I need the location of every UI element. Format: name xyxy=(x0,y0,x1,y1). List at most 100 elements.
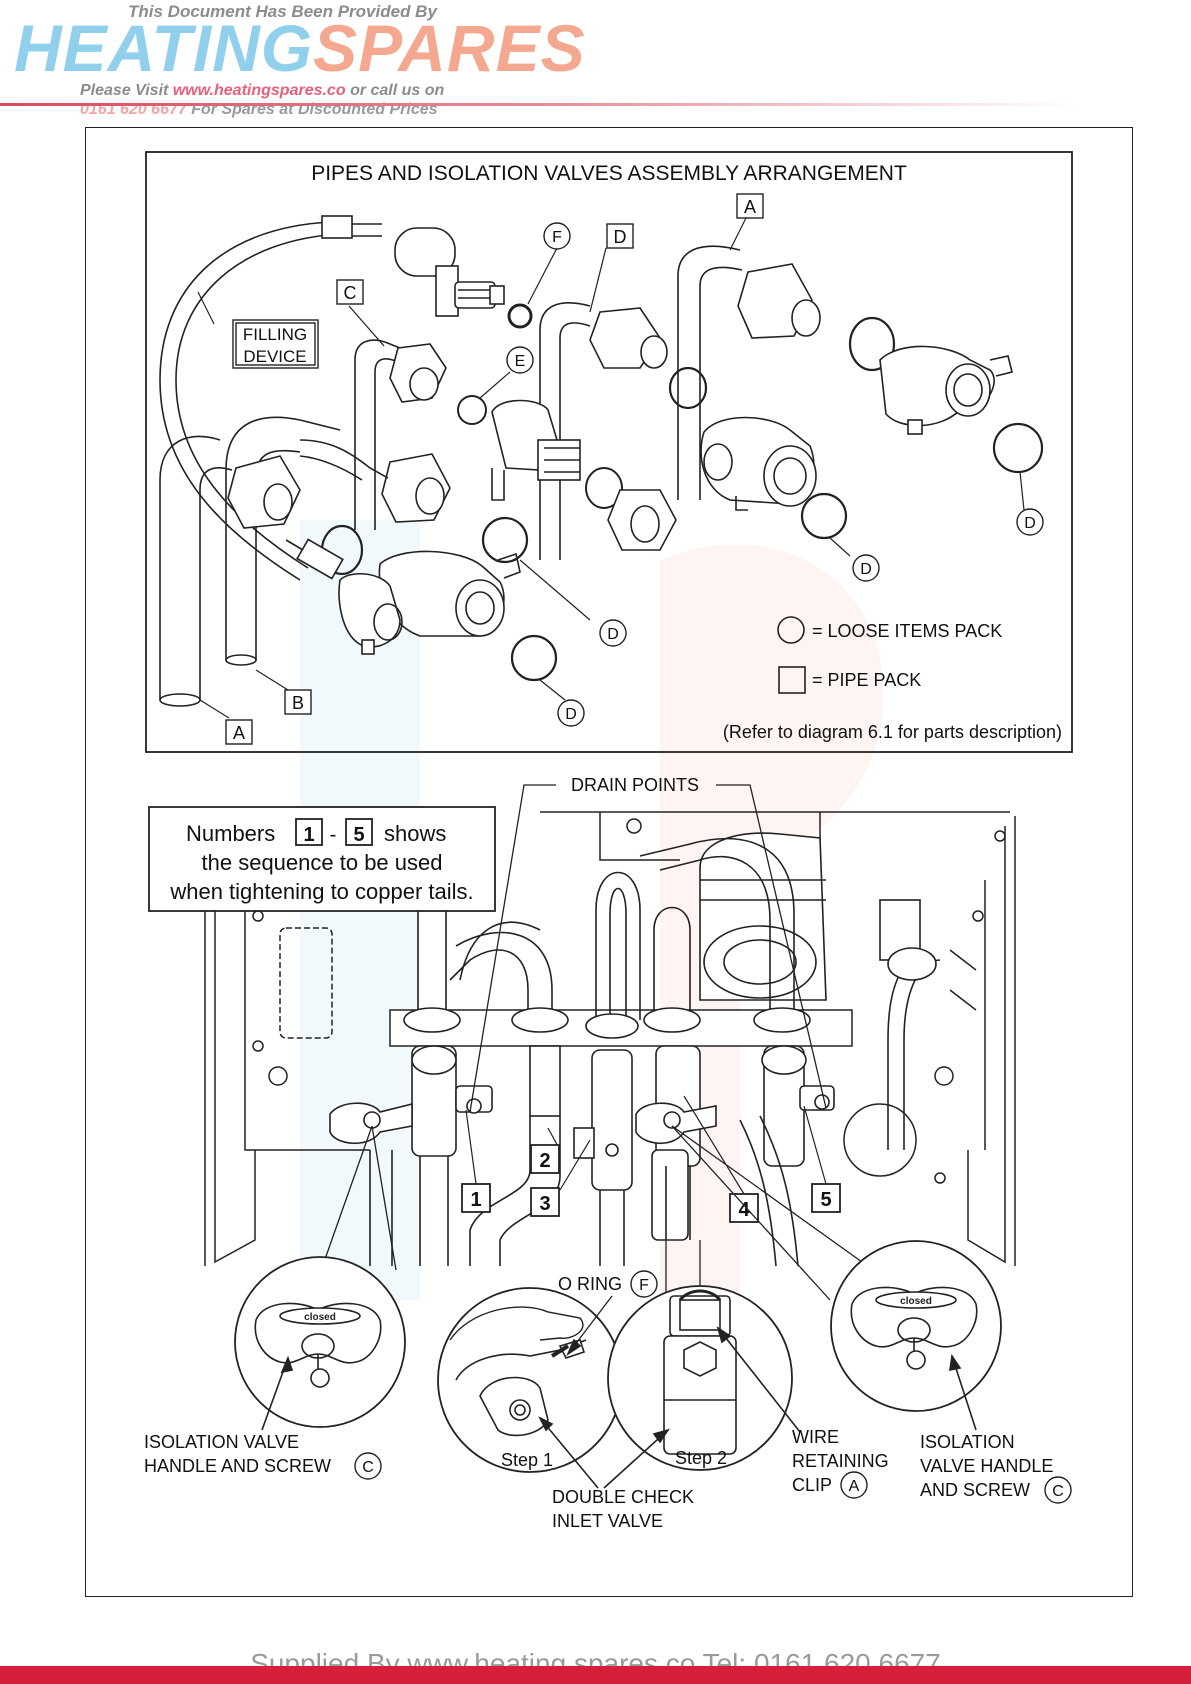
isolation-valve-upper-right xyxy=(879,345,1013,435)
label-b: B xyxy=(292,693,304,713)
filling-valve-top xyxy=(394,227,505,317)
sequence-note: Numbers 1 - 5 shows the sequence to be u… xyxy=(148,806,496,912)
detail-right-handle: closed xyxy=(830,1240,1002,1431)
manifold-valves xyxy=(329,1045,835,1241)
label-f: F xyxy=(552,229,562,246)
label-c: C xyxy=(344,283,357,303)
label-d-bottom: D xyxy=(565,706,577,723)
label-d-lower: D xyxy=(607,626,619,643)
note-shows: shows xyxy=(384,821,446,846)
seq-4-box xyxy=(729,1193,759,1223)
filling-tee-center xyxy=(700,416,848,540)
visit-pre: Please Visit xyxy=(80,82,169,99)
visit-line: Please Visit www.heatingspares.co or cal… xyxy=(80,82,444,100)
label-b-box xyxy=(284,689,312,715)
oring-text: O RING xyxy=(558,1274,622,1294)
footer-bar xyxy=(0,1666,1191,1684)
legend-pipe-pack: = PIPE PACK xyxy=(812,670,921,690)
label-d-lower-circle xyxy=(599,619,627,647)
seq-2-box xyxy=(530,1144,560,1174)
wire-line1: WIRE xyxy=(792,1427,839,1447)
iso-right-line2: VALVE HANDLE xyxy=(920,1456,1053,1476)
seq-5-box xyxy=(811,1183,841,1213)
step2-label: Step 2 xyxy=(675,1448,727,1468)
bottom-labels: ISOLATION VALVE HANDLE AND SCREW C DOUBL… xyxy=(144,1427,1072,1531)
filling-device-inner xyxy=(235,322,316,366)
check-valve-center xyxy=(491,399,677,551)
handle-word-right: closed xyxy=(900,1296,932,1307)
seq-1: 1 xyxy=(470,1189,481,1211)
label-a-top-box xyxy=(736,193,764,219)
step1-label: Step 1 xyxy=(501,1450,553,1470)
oring-ref: F xyxy=(639,1277,649,1294)
oring-label: O RING F xyxy=(558,1270,658,1357)
detail-left-handle: closed xyxy=(234,1256,406,1431)
seq-5: 5 xyxy=(820,1189,831,1211)
label-a-top: A xyxy=(744,197,756,217)
page-frame xyxy=(85,127,1133,1597)
dciv-line1: DOUBLE CHECK xyxy=(552,1487,694,1507)
lower-pipes xyxy=(369,1115,799,1267)
note-box-1 xyxy=(295,818,323,846)
seq-3-box xyxy=(530,1187,560,1217)
diagram-title: PIPES AND ISOLATION VALVES ASSEMBLY ARRA… xyxy=(311,162,907,185)
legend-square-icon xyxy=(778,666,806,694)
filling-valve-bottom xyxy=(285,538,403,655)
website-link[interactable]: www.heatingspares.co xyxy=(172,82,346,99)
drain-point-leaders xyxy=(469,784,827,1113)
note-num-5: 5 xyxy=(353,824,364,846)
iso-right-line1: ISOLATION xyxy=(920,1432,1015,1452)
wire-line2: RETAINING xyxy=(792,1451,889,1471)
seq-1-box xyxy=(461,1183,491,1213)
visit-post: or call us on xyxy=(350,82,445,99)
top-leader-lines xyxy=(197,215,1025,719)
filling-device-box xyxy=(232,319,319,369)
plate-fittings xyxy=(403,1007,811,1039)
wire-ref: A xyxy=(849,1478,860,1495)
iso-right-ref: C xyxy=(1052,1483,1064,1500)
drain-points-label: DRAIN POINTS xyxy=(571,775,699,795)
heating-spares-logo: HEATINGSPARES xyxy=(14,10,586,86)
label-c-box xyxy=(336,279,364,305)
washer-d-right xyxy=(992,422,1044,474)
detail-step2: Step 2 xyxy=(603,1285,801,1489)
banner-rule xyxy=(0,103,1080,106)
label-d-top: D xyxy=(614,227,627,247)
label-f-circle xyxy=(543,222,571,250)
top-diagram-border xyxy=(145,151,1073,753)
label-a-bottom: A xyxy=(233,723,245,743)
bottom-diagram: DRAIN POINTS Numbers 1 - 5 shows the seq… xyxy=(144,775,1072,1531)
label-d-top-box xyxy=(606,223,634,249)
vertical-pipes xyxy=(417,837,795,1020)
boiler-casing xyxy=(204,811,1016,1266)
pipe-a-upper xyxy=(677,245,896,500)
iso-left-line1: ISOLATION VALVE xyxy=(144,1432,299,1452)
note-num-1: 1 xyxy=(303,824,314,846)
seq-4: 4 xyxy=(738,1199,750,1221)
label-d-bottom-circle xyxy=(557,699,585,727)
note-dash: - xyxy=(330,824,337,846)
seq-2: 2 xyxy=(539,1150,550,1172)
filling-device-line2: DEVICE xyxy=(243,347,306,366)
iso-left-ref: C xyxy=(362,1459,374,1476)
iso-left-line2: HANDLE AND SCREW xyxy=(144,1456,331,1476)
pipe-c xyxy=(354,339,447,530)
note-line1: Numbers xyxy=(186,821,275,846)
legend: = LOOSE ITEMS PACK = PIPE PACK xyxy=(777,616,1002,694)
pipe-a-b-left xyxy=(159,416,451,707)
label-e-circle xyxy=(506,346,534,374)
isolation-valve-lower-left xyxy=(320,516,558,682)
label-d-mid-circle xyxy=(852,554,880,582)
legend-loose-items: = LOOSE ITEMS PACK xyxy=(812,621,1002,641)
detail-leaders xyxy=(323,1125,863,1301)
wire-line3: CLIP xyxy=(792,1475,832,1495)
label-e: E xyxy=(515,353,526,370)
seq-3: 3 xyxy=(539,1193,550,1215)
dciv-line2: INLET VALVE xyxy=(552,1511,663,1531)
label-d-mid: D xyxy=(860,561,872,578)
o-ring-e xyxy=(457,395,487,425)
note-line2: the sequence to be used xyxy=(202,850,443,875)
note-line3: when tightening to copper tails. xyxy=(169,879,473,904)
sequence-numbers: 1 2 3 4 5 xyxy=(461,1095,841,1223)
